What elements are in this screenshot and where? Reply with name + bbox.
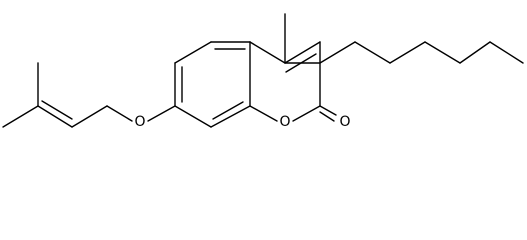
prenyl-chain [2, 62, 176, 128]
bond [2, 105, 39, 128]
bond [210, 105, 251, 128]
bond [106, 105, 133, 122]
bond [37, 105, 73, 128]
bond [147, 105, 176, 122]
double-bond-inner [41, 100, 73, 120]
benzene-ring [174, 41, 251, 128]
bond [424, 41, 461, 64]
ether-oxygen-label: O [134, 114, 145, 130]
bond [284, 41, 321, 64]
bond [174, 105, 212, 128]
bond [459, 41, 491, 64]
bond [489, 41, 524, 64]
pyranone-ring [249, 41, 321, 122]
carbonyl-bond [319, 105, 337, 116]
molecule-structure: O O O [2, 13, 524, 130]
carbonyl-bond [319, 111, 335, 122]
bond [249, 41, 286, 64]
bond [389, 41, 426, 64]
bond [319, 41, 356, 64]
bond [354, 41, 391, 64]
double-bond-inner [212, 101, 244, 120]
bond [71, 105, 108, 128]
ring-oxygen-label: O [279, 114, 290, 130]
bond [174, 41, 212, 64]
carbonyl-oxygen-label: O [339, 114, 350, 130]
structure-canvas: O O O [2, 13, 524, 130]
bond [292, 105, 321, 122]
hexyl-chain [319, 41, 524, 64]
bond [249, 105, 278, 122]
